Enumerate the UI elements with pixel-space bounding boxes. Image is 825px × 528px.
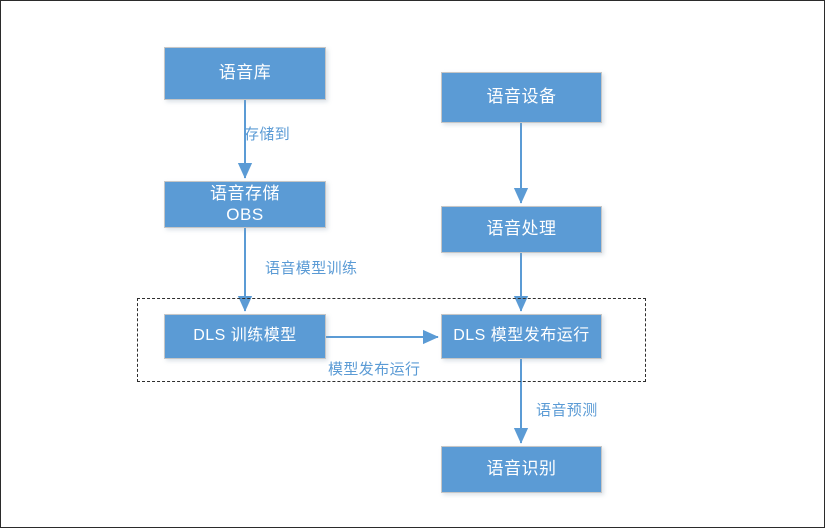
edge-label-store-to: 存储到	[244, 126, 291, 143]
node-voice-recognize-label: 语音识别	[486, 459, 557, 479]
node-voice-device-label: 语音设备	[486, 87, 557, 107]
dls-group-box	[137, 298, 646, 382]
node-dls-train-label: DLS 训练模型	[193, 327, 297, 345]
node-voice-library[interactable]: 语音库	[164, 47, 326, 100]
edge-label-model-publish: 模型发布运行	[328, 361, 421, 378]
node-voice-storage[interactable]: 语音存储 OBS	[164, 181, 326, 228]
node-voice-storage-sublabel: OBS	[226, 204, 264, 224]
node-voice-device[interactable]: 语音设备	[441, 72, 602, 123]
node-voice-library-label: 语音库	[218, 63, 272, 83]
node-voice-storage-label: 语音存储	[210, 184, 280, 204]
node-voice-recognize[interactable]: 语音识别	[441, 446, 602, 493]
node-dls-deploy[interactable]: DLS 模型发布运行	[441, 314, 602, 359]
node-dls-train[interactable]: DLS 训练模型	[164, 314, 326, 359]
node-voice-process[interactable]: 语音处理	[441, 206, 602, 253]
edge-label-model-training: 语音模型训练	[265, 260, 358, 277]
node-dls-deploy-label: DLS 模型发布运行	[453, 327, 590, 345]
edge-label-voice-predict: 语音预测	[536, 402, 598, 419]
node-voice-process-label: 语音处理	[486, 219, 557, 239]
